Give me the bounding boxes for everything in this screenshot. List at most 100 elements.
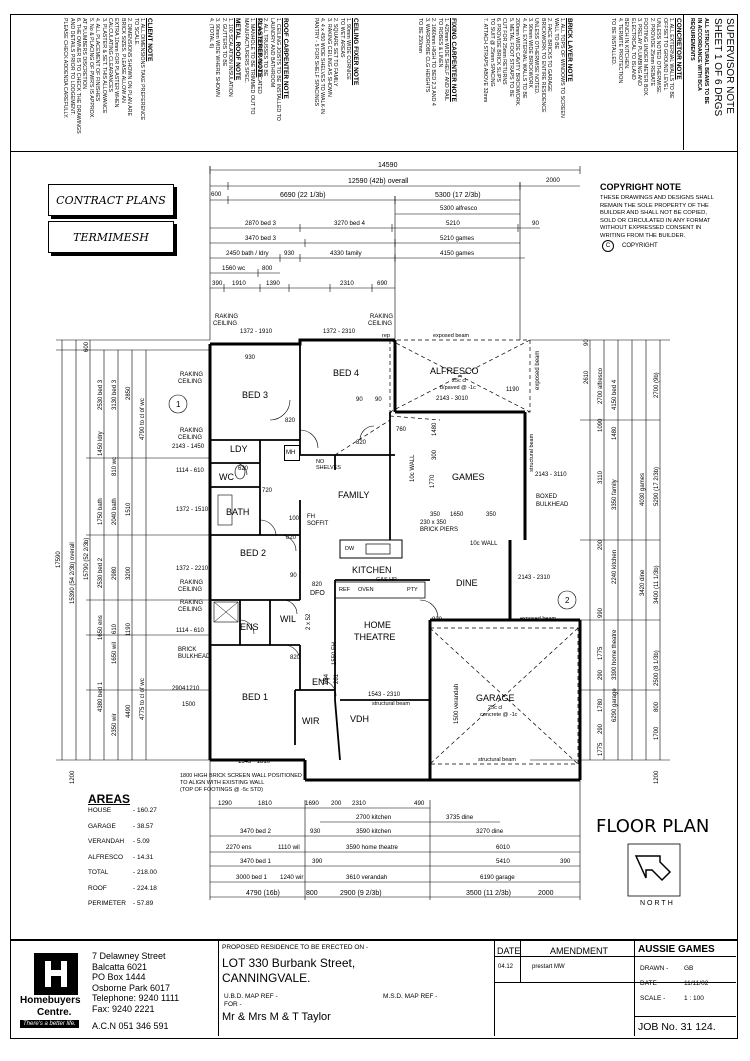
dim-1550: 1550 FH: [332, 641, 338, 665]
bottom-dim-bed1b: 3000 bed 1: [236, 874, 267, 881]
dim-90: 90: [532, 220, 539, 227]
dim-820f: 820: [290, 655, 301, 661]
room-pty: PTY: [407, 587, 418, 593]
tb-title: AUSSIE GAMES: [638, 944, 715, 955]
dim-300: 300: [432, 449, 438, 460]
dim-1480: 1480: [432, 422, 438, 436]
ten-c-wall: 10c WALL: [410, 454, 416, 482]
north-arrow-icon: [628, 844, 680, 896]
title-block-hline-3: [634, 956, 736, 957]
room-ref: REF: [339, 587, 350, 593]
company-tagline: There's a better life.: [20, 1020, 79, 1028]
area-name: HOUSE: [88, 807, 112, 814]
dim-bed3b: 3470 bed 3: [245, 235, 276, 242]
boxed-label: BOXED: [536, 494, 558, 500]
left-dim-17590: 17590: [56, 551, 62, 568]
bottom-dim-2000: 2000: [538, 890, 554, 897]
screen-note-3: (TOP OF FOOTINGS @ -5c STD): [180, 787, 263, 793]
left-dim-610: 610: [112, 623, 118, 634]
raking-ceiling-4b: CEILING: [178, 435, 203, 441]
dim-720: 720: [262, 488, 273, 494]
right-dim-family: 3350 family: [612, 479, 618, 510]
tb-job: JOB No. 31 124.: [638, 1021, 716, 1033]
bottom-dim-6010: 6010: [496, 844, 510, 851]
room-bed4: BED 4: [333, 368, 360, 378]
floor-plan-title: FLOOR PLAN: [596, 816, 710, 837]
right-dim-alfresco2: 2700 alfresco: [598, 367, 604, 404]
right-dim-90: 90: [584, 339, 590, 346]
tb-scale: 1 : 100: [684, 995, 704, 1002]
right-dim-1780: 1780: [598, 698, 604, 712]
room-vdh: VDH: [350, 714, 370, 724]
tb-drawn: GB: [684, 965, 694, 972]
company-address-line: Balcatta 6021: [92, 961, 148, 972]
north-label: NORTH: [640, 900, 675, 907]
bottom-dim-4790: 4790 (16b): [246, 890, 280, 897]
copyright-title: COPYRIGHT NOTE: [600, 182, 682, 192]
right-dim-alfresco: 2610: [584, 370, 590, 384]
room-garage: GARAGE: [476, 693, 515, 703]
title-block-divider-4: [634, 940, 635, 1036]
contract-plans-stamp: CONTRACT PLANS: [48, 184, 174, 216]
bottom-dim-5410: 5410: [496, 858, 510, 865]
amend-header: AMENDMENT: [550, 946, 608, 956]
structural-beam-2: structural beam: [478, 757, 516, 763]
left-dim-ens: 1650 ens: [98, 615, 104, 640]
left-dim-bath: 1750 bath: [98, 498, 104, 525]
raking-ceiling-5a: RAKING: [180, 580, 204, 586]
left-dim-3130: 3130 bed 3: [112, 379, 118, 410]
raking-ceiling-5b: CEILING: [178, 587, 203, 593]
left-dim-15390: 15390 (54 2/3b) overall: [70, 542, 76, 604]
dim-5300: 5300 (17 2/3b): [435, 192, 481, 199]
dim-1114-610: 1114 - 610: [176, 468, 204, 474]
left-dim-4775: 4775 to cl of wc: [140, 678, 146, 720]
dim-600: 600: [211, 191, 222, 198]
alfresco-sub2: b/paved @ -1c: [440, 385, 476, 391]
dim-620: 620: [238, 466, 249, 472]
dim-1770: 1770: [430, 474, 436, 488]
copyright-line: WITHOUT EXPRESSED CONSENT IN: [600, 225, 702, 231]
sidebar-divider: [683, 14, 684, 150]
exposed-beam-3: exposed beam: [535, 350, 541, 390]
dim-261: 261: [334, 673, 340, 684]
company-name-1: Homebuyers: [20, 995, 81, 1006]
dim-s690: 690: [377, 280, 388, 287]
dim-alfresco-5300: 5300 alfresco: [440, 205, 478, 212]
company-acn: A.C.N 051 346 591: [92, 1021, 169, 1031]
fh-label: FH: [307, 514, 315, 520]
right-dim-290: 290: [598, 669, 604, 680]
dim-1543-2310: 1543 - 2310: [368, 692, 401, 698]
room-wil: WIL: [280, 614, 297, 624]
bottom-dim-garage: 6190 garage: [480, 874, 515, 881]
right-dim-2700: 2700 (9b): [654, 372, 660, 398]
right-dim-800: 800: [654, 701, 660, 712]
bottom-dim-1290: 1290: [218, 800, 232, 807]
dim-820e: 820: [356, 440, 367, 446]
left-dim-1190: 1190: [126, 623, 132, 636]
amend-text: prestart MW: [532, 964, 565, 970]
amend-date: 04.12: [498, 964, 514, 970]
room-ldy: LDY: [230, 444, 248, 454]
bottom-dim-200: 200: [331, 800, 342, 807]
room-home: HOME: [364, 620, 391, 630]
bottom-dim-kitchen: 2700 kitchen: [356, 814, 392, 821]
dim-6690: 6690 (22 1/3b): [280, 192, 326, 199]
tb-date: 11/11/02: [684, 980, 709, 987]
dim-2143-2310: 2143 - 2310: [518, 575, 551, 581]
right-dim-6290: 6290 garage: [612, 688, 618, 722]
screen-note-2: TO ALIGN WITH EXISTING WALL: [180, 780, 265, 786]
dim-2143-3010: 2143 - 3010: [436, 396, 469, 402]
dim-bath-ldry: 2450 bath / ldry: [226, 250, 269, 257]
room-alfresco: ALFRESCO: [430, 366, 479, 376]
title-block: [10, 939, 738, 1039]
dim-1372-1510: 1372 - 1510: [176, 507, 209, 513]
room-ent: ENT: [312, 677, 330, 687]
left-dim-wc: 810 wc: [112, 456, 118, 476]
bottom-dim-490: 490: [414, 800, 425, 807]
dim-2x52: 2 x 52: [306, 613, 312, 630]
termimesh-stamp: TERMIMESH: [48, 221, 174, 253]
left-dim-wir: 2350 wir: [112, 713, 118, 736]
bottom-dim-2310: 2310: [352, 800, 366, 807]
room-bath: BATH: [226, 507, 250, 517]
area-name: TOTAL: [88, 869, 109, 876]
